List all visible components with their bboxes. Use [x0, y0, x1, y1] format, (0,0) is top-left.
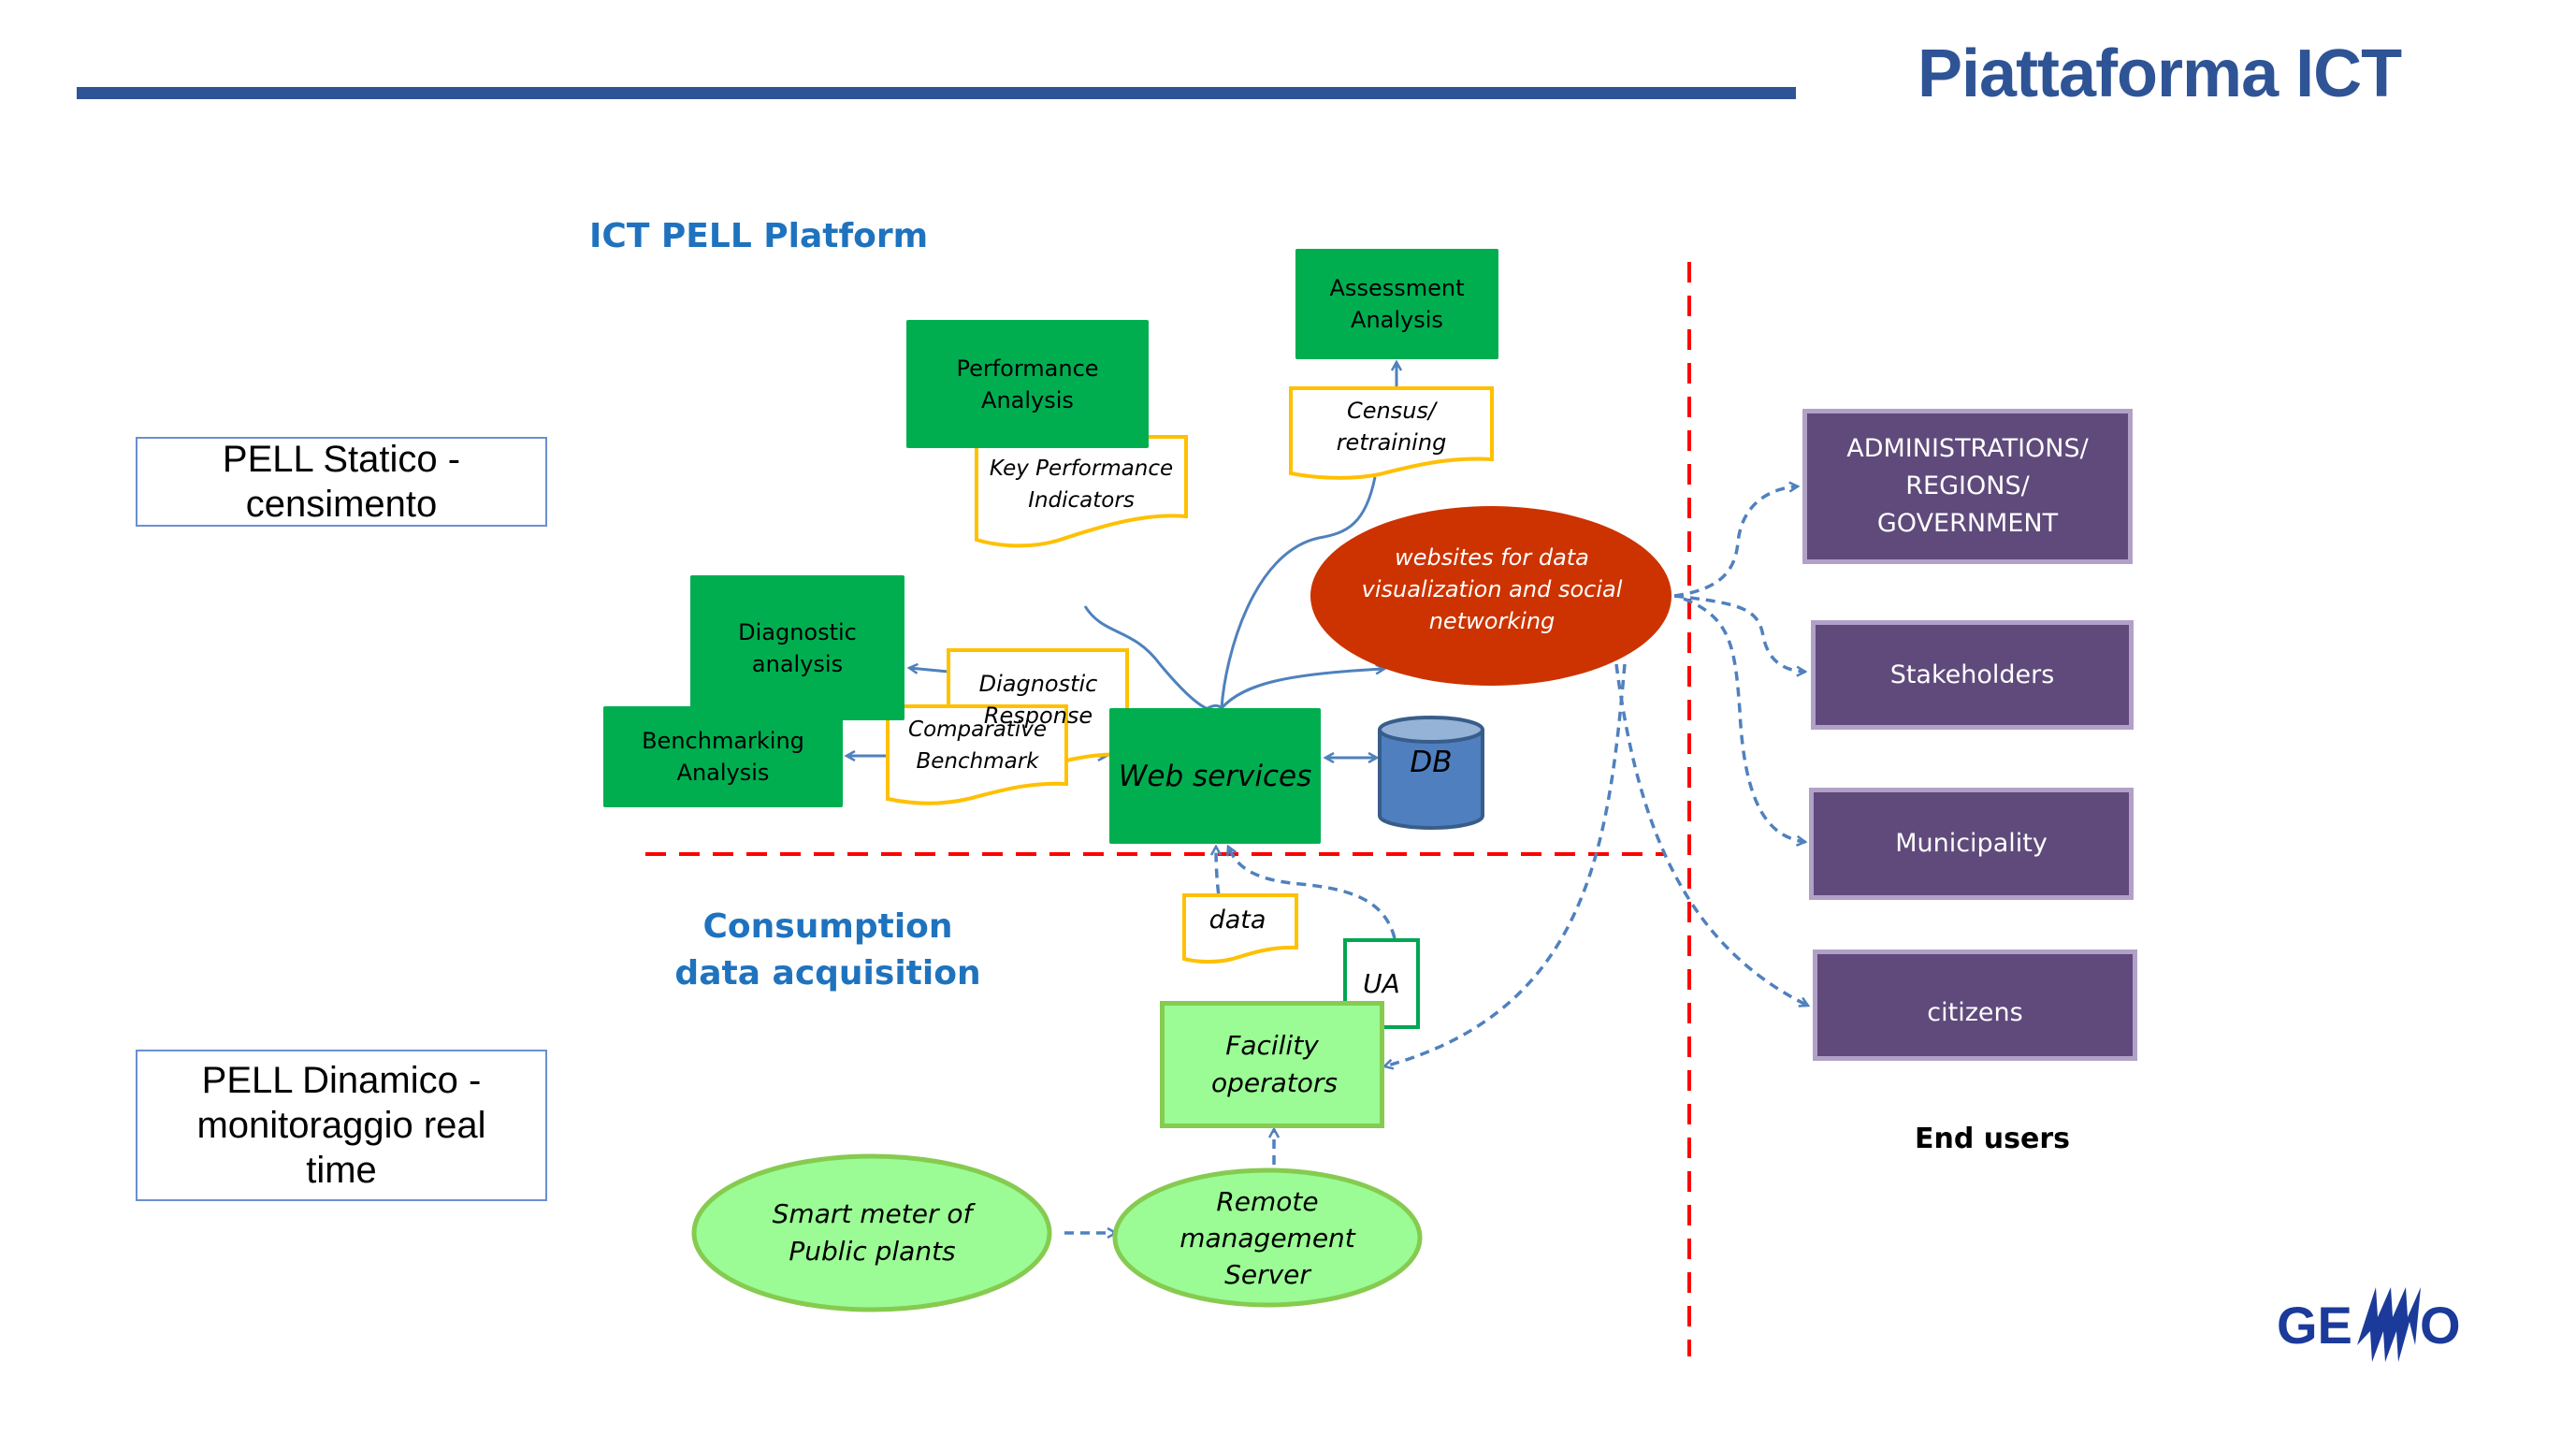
end-user-administrations: ADMINISTRATIONS/ REGIONS/ GOVERNMENT [1802, 409, 2133, 564]
benchmarking-analysis-label: Benchmarking Analysis [642, 728, 804, 786]
pell-static-label: PELL Statico - censimento [136, 437, 547, 527]
arrow-websites-to-citizens [1614, 663, 1808, 1006]
assessment-analysis-box: Assessment Analysis [1295, 249, 1498, 359]
gemmo-logo-o: O [2420, 1296, 2461, 1355]
arrow-websites-to-municipality [1683, 597, 1805, 842]
data-document: data [1208, 906, 1266, 935]
websites-ellipse-label: websites for data visualization and soci… [1361, 544, 1623, 634]
facility-operators-box: Facility operators [1160, 1001, 1384, 1128]
end-user-stakeholders: Stakeholders [1811, 620, 2134, 730]
arrow-ua-to-webservices [1228, 847, 1397, 939]
smart-meter-label: Smart meter of Public plants [772, 1198, 973, 1267]
arrow-websites-to-admin [1673, 486, 1798, 598]
diagnostic-response-document: Diagnostic Response [978, 671, 1098, 729]
kpi-document: Key Performance Indicators [989, 457, 1174, 513]
gemmo-logo: GE O [2275, 1280, 2476, 1369]
pell-dynamic-text: PELL Dinamico - monitoraggio real time [196, 1060, 486, 1191]
acquisition-heading: Consumption data acquisition [673, 904, 982, 997]
acquisition-heading-line2: data acquisition [674, 954, 981, 993]
db-cylinder-icon [1378, 716, 1484, 830]
gemmo-logo-icon: GE O [2277, 1287, 2461, 1362]
web-services-label: Web services [1118, 759, 1312, 793]
assessment-analysis-label: Assessment Analysis [1329, 275, 1465, 333]
benchmarking-analysis-box: Benchmarking Analysis [603, 706, 843, 807]
remote-server-ellipse-shape [1112, 1167, 1423, 1308]
end-user-administrations-label: ADMINISTRATIONS/ REGIONS/ GOVERNMENT [1846, 434, 2089, 538]
arrow-diagresp-to-diagnostic [909, 668, 949, 672]
doc-shape-census [1289, 386, 1494, 480]
platform-heading: ICT PELL Platform [589, 217, 929, 255]
web-services-box: Web services [1109, 708, 1321, 844]
diagnostic-analysis-box: Diagnostic analysis [690, 575, 904, 720]
smart-meter-ellipse-shape [691, 1153, 1052, 1312]
pell-dynamic-label: PELL Dinamico - monitoraggio real time [136, 1050, 547, 1201]
page-title: Piattaforma ICT [1918, 36, 2402, 111]
doc-shape-data [1182, 893, 1298, 964]
db-label: DB [1410, 746, 1453, 779]
census-document: Census/ retraining [1336, 398, 1447, 456]
performance-analysis-label: Performance Analysis [956, 355, 1099, 413]
doc-shape-comparative [886, 704, 1068, 805]
comparative-benchmark-document: Comparative Benchmark [908, 718, 1047, 774]
acquisition-heading-line1: Consumption [702, 907, 953, 946]
pell-static-text: PELL Statico - censimento [222, 439, 461, 525]
websites-ellipse-shape [1310, 506, 1672, 686]
ua-label: UA [1363, 968, 1400, 999]
performance-analysis-box: Performance Analysis [906, 320, 1149, 448]
end-user-municipality: Municipality [1809, 788, 2134, 900]
end-user-stakeholders-label: Stakeholders [1889, 660, 2055, 689]
connector-census-to-webservices [1220, 476, 1377, 709]
facility-operators-label: Facility operators [1211, 1030, 1339, 1098]
end-user-municipality-label: Municipality [1895, 829, 2048, 858]
end-users-heading: End users [1915, 1123, 2070, 1155]
title-underline-bar [77, 87, 1796, 99]
arrow-websites-to-stakeholders [1673, 594, 1805, 672]
arrow-webservices-to-websites [1220, 669, 1384, 709]
remote-server-label: Remote management Server [1179, 1185, 1355, 1290]
end-user-citizens: citizens [1813, 949, 2137, 1061]
doc-shape-kpi [975, 435, 1188, 548]
end-user-citizens-label: citizens [1927, 997, 2023, 1027]
diagnostic-analysis-label: Diagnostic analysis [738, 618, 857, 677]
gemmo-logo-ge: GE [2277, 1296, 2352, 1355]
